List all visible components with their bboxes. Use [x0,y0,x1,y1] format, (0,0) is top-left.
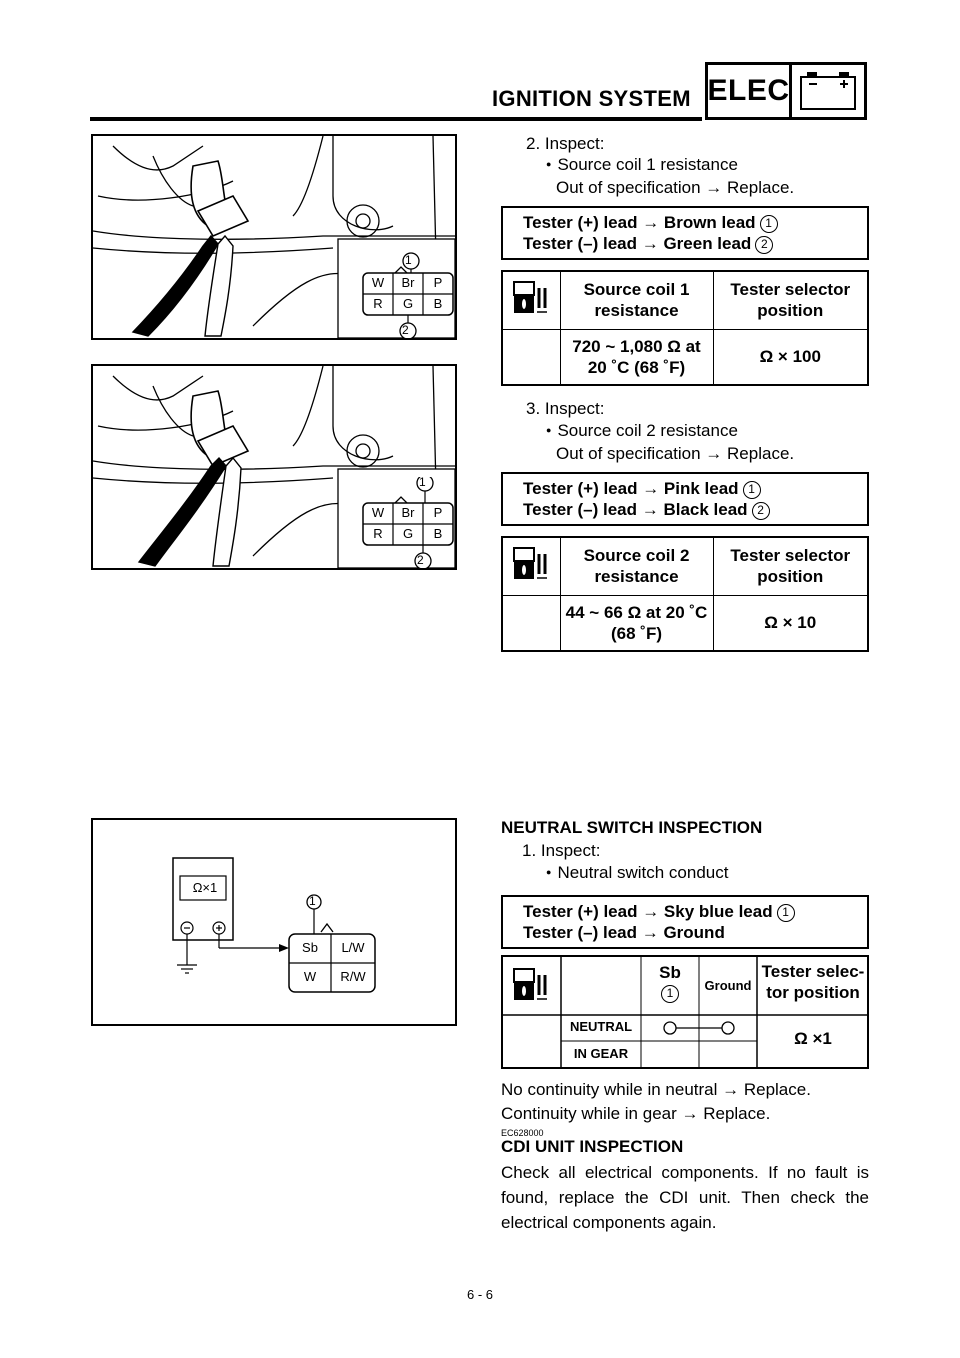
col-header-sb: Sb [659,963,681,982]
pin-label: Br [401,275,415,290]
step-3-bullet: Source coil 2 resistance [546,420,738,444]
neutral-bullet-text: Neutral switch conduct [557,863,729,882]
meter-range-label: Ω×1 [192,880,218,895]
multimeter-icon [511,965,551,1010]
resistance-value: 720 ~ 1,080 Ω at 20 ˚C (68 ˚F) [559,328,714,386]
position-value: Ω × 100 [712,328,869,386]
spec-table-source-coil-1: Source coil 1 resistance Tester selector… [501,270,869,386]
step-2-bullet-text: Source coil 1 resistance [557,155,738,174]
pin-label: Sb [302,940,318,955]
callout-2: 2 [751,502,770,520]
lead-minus-text: Tester (–) lead → Black lead [523,500,748,519]
reference-code: EC628000 [501,1128,544,1138]
step-3-action: Out of specification → Replace. [556,444,795,463]
pin-label: W [371,275,385,290]
neutral-step: 1. Inspect: [522,841,601,860]
callout-1: 1 [661,985,679,1003]
header-rule [90,117,702,121]
col-header-position: Tester selec- tor position [761,962,865,1002]
figure-neutral-switch: Ω×1 1 Sb L/W W R/W [91,818,457,1026]
step-3-label: 3. Inspect: [526,399,605,418]
pin-label: B [433,296,443,311]
col-header-resistance: Source coil 2 resistance [559,536,714,596]
pin-label: G [402,526,414,541]
lead-plus-text: Tester (+) lead → Pink lead [523,479,739,498]
callout-1: 1 [759,215,778,233]
continuity-table-grid [503,957,867,1067]
cdi-paragraph: Check all electrical components. If no f… [501,1163,869,1232]
note-neutral: No continuity while in neutral → Replace… [501,1080,811,1099]
callout-2: 2 [417,553,424,567]
callout-1: 1 [776,904,795,922]
row-label-in-gear: IN GEAR [573,1046,629,1061]
step-2-label: 2. Inspect: [526,134,605,153]
callout-1: 1 [419,475,426,489]
section-tag: ELEC [708,65,792,117]
section-tag-box: ELEC [705,62,867,120]
callout-2: 2 [755,236,774,254]
step-2-bullet: Source coil 1 resistance [546,154,738,178]
step-2-action: Out of specification → Replace. [556,178,795,197]
pin-label: W [303,969,317,984]
continuity-table: Sb 1 Ground Tester selec- tor position N… [501,955,869,1069]
page-title: IGNITION SYSTEM [492,86,691,111]
multimeter-icon [501,270,561,330]
pin-label: L/W [341,940,365,955]
neutral-heading: NEUTRAL SWITCH INSPECTION [501,818,763,837]
lead-minus-text: Tester (–) lead → Ground [523,923,725,942]
cdi-heading: CDI UNIT INSPECTION [501,1137,684,1156]
pin-label: B [433,526,443,541]
lead-minus: Tester (–) lead → Ground [523,922,847,943]
lead-plus-text: Tester (+) lead → Brown lead [523,213,756,232]
step-3-bullet-text: Source coil 2 resistance [557,421,738,440]
pin-label: P [433,505,443,520]
multimeter-icon [501,536,561,596]
callout-1: 1 [405,253,412,267]
pin-label: G [402,296,414,311]
position-value: Ω × 10 [712,594,869,652]
col-header-position: Tester selector position [712,536,869,596]
callout-1: 1 [309,894,316,908]
col-header-sb-num-wrap: 1 [641,985,699,1003]
pin-label: W [371,505,385,520]
col-header-resistance: Source coil 1 resistance [559,270,714,330]
page-number: 6 - 6 [466,1287,493,1302]
figure-source-coil-1: 1 2 W Br P R G B [91,134,457,340]
terminal-marks [184,925,222,931]
lead-minus-text: Tester (–) lead → Green lead [523,234,752,253]
pin-label: Br [401,505,415,520]
figure-source-coil-2: 1 2 W Br P R G B [91,364,457,570]
callout-1: 1 [742,481,761,499]
note-in-gear: Continuity while in gear → Replace. [501,1104,771,1123]
spec-table-source-coil-2: Source coil 2 resistance Tester selector… [501,536,869,652]
connector-inset-1: 1 2 W Br P R G B [349,247,455,338]
callout-2: 2 [402,323,409,337]
pin-label: R [373,296,383,311]
battery-icon [792,65,864,117]
resistance-value: 44 ~ 66 Ω at 20 ˚C (68 ˚F) [559,594,714,652]
pin-label: R [373,526,383,541]
row-label-neutral: NEUTRAL [569,1019,633,1034]
pin-label: P [433,275,443,290]
pin-label: R/W [340,969,366,984]
position-value: Ω ×1 [794,1029,832,1048]
col-header-ground: Ground [704,978,752,993]
lead-plus-text: Tester (+) lead → Sky blue lead [523,902,773,921]
col-header-position: Tester selector position [712,270,869,330]
neutral-switch-wiring [172,857,376,993]
neutral-bullet: Neutral switch conduct [546,862,728,886]
connector-inset-2: 1 2 W Br P R G B [349,475,455,568]
